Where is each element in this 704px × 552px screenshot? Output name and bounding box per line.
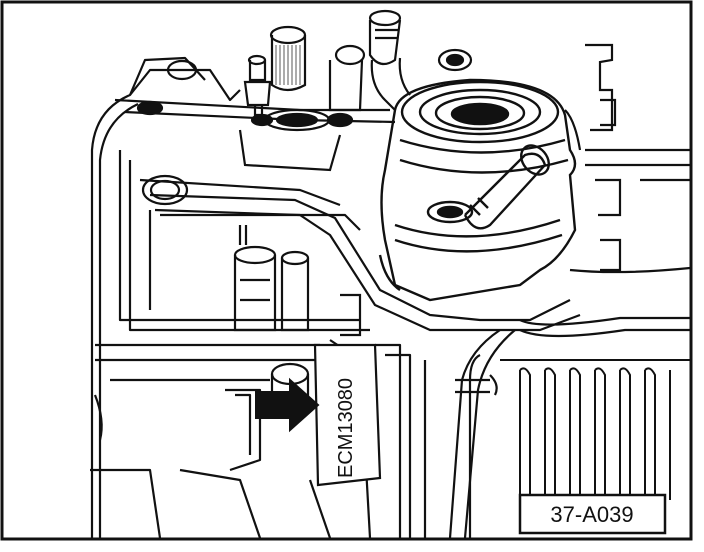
top-right-bracket: [564, 43, 691, 274]
ecm-stamp-panel: ECM13080: [313, 343, 382, 487]
oil-cooler: [378, 78, 577, 302]
figure-id-box: 37-A039: [518, 493, 667, 535]
hose: [448, 329, 516, 539]
top-fittings: [136, 9, 473, 206]
figure-frame: [0, 0, 693, 541]
right-arrow-icon: [255, 377, 320, 433]
figure-id-label: 37-A039: [550, 502, 633, 527]
ribbed-plate: [500, 359, 690, 506]
valve-cylinders: [233, 225, 362, 337]
ecm-stamp-label: ECM13080: [335, 378, 357, 478]
